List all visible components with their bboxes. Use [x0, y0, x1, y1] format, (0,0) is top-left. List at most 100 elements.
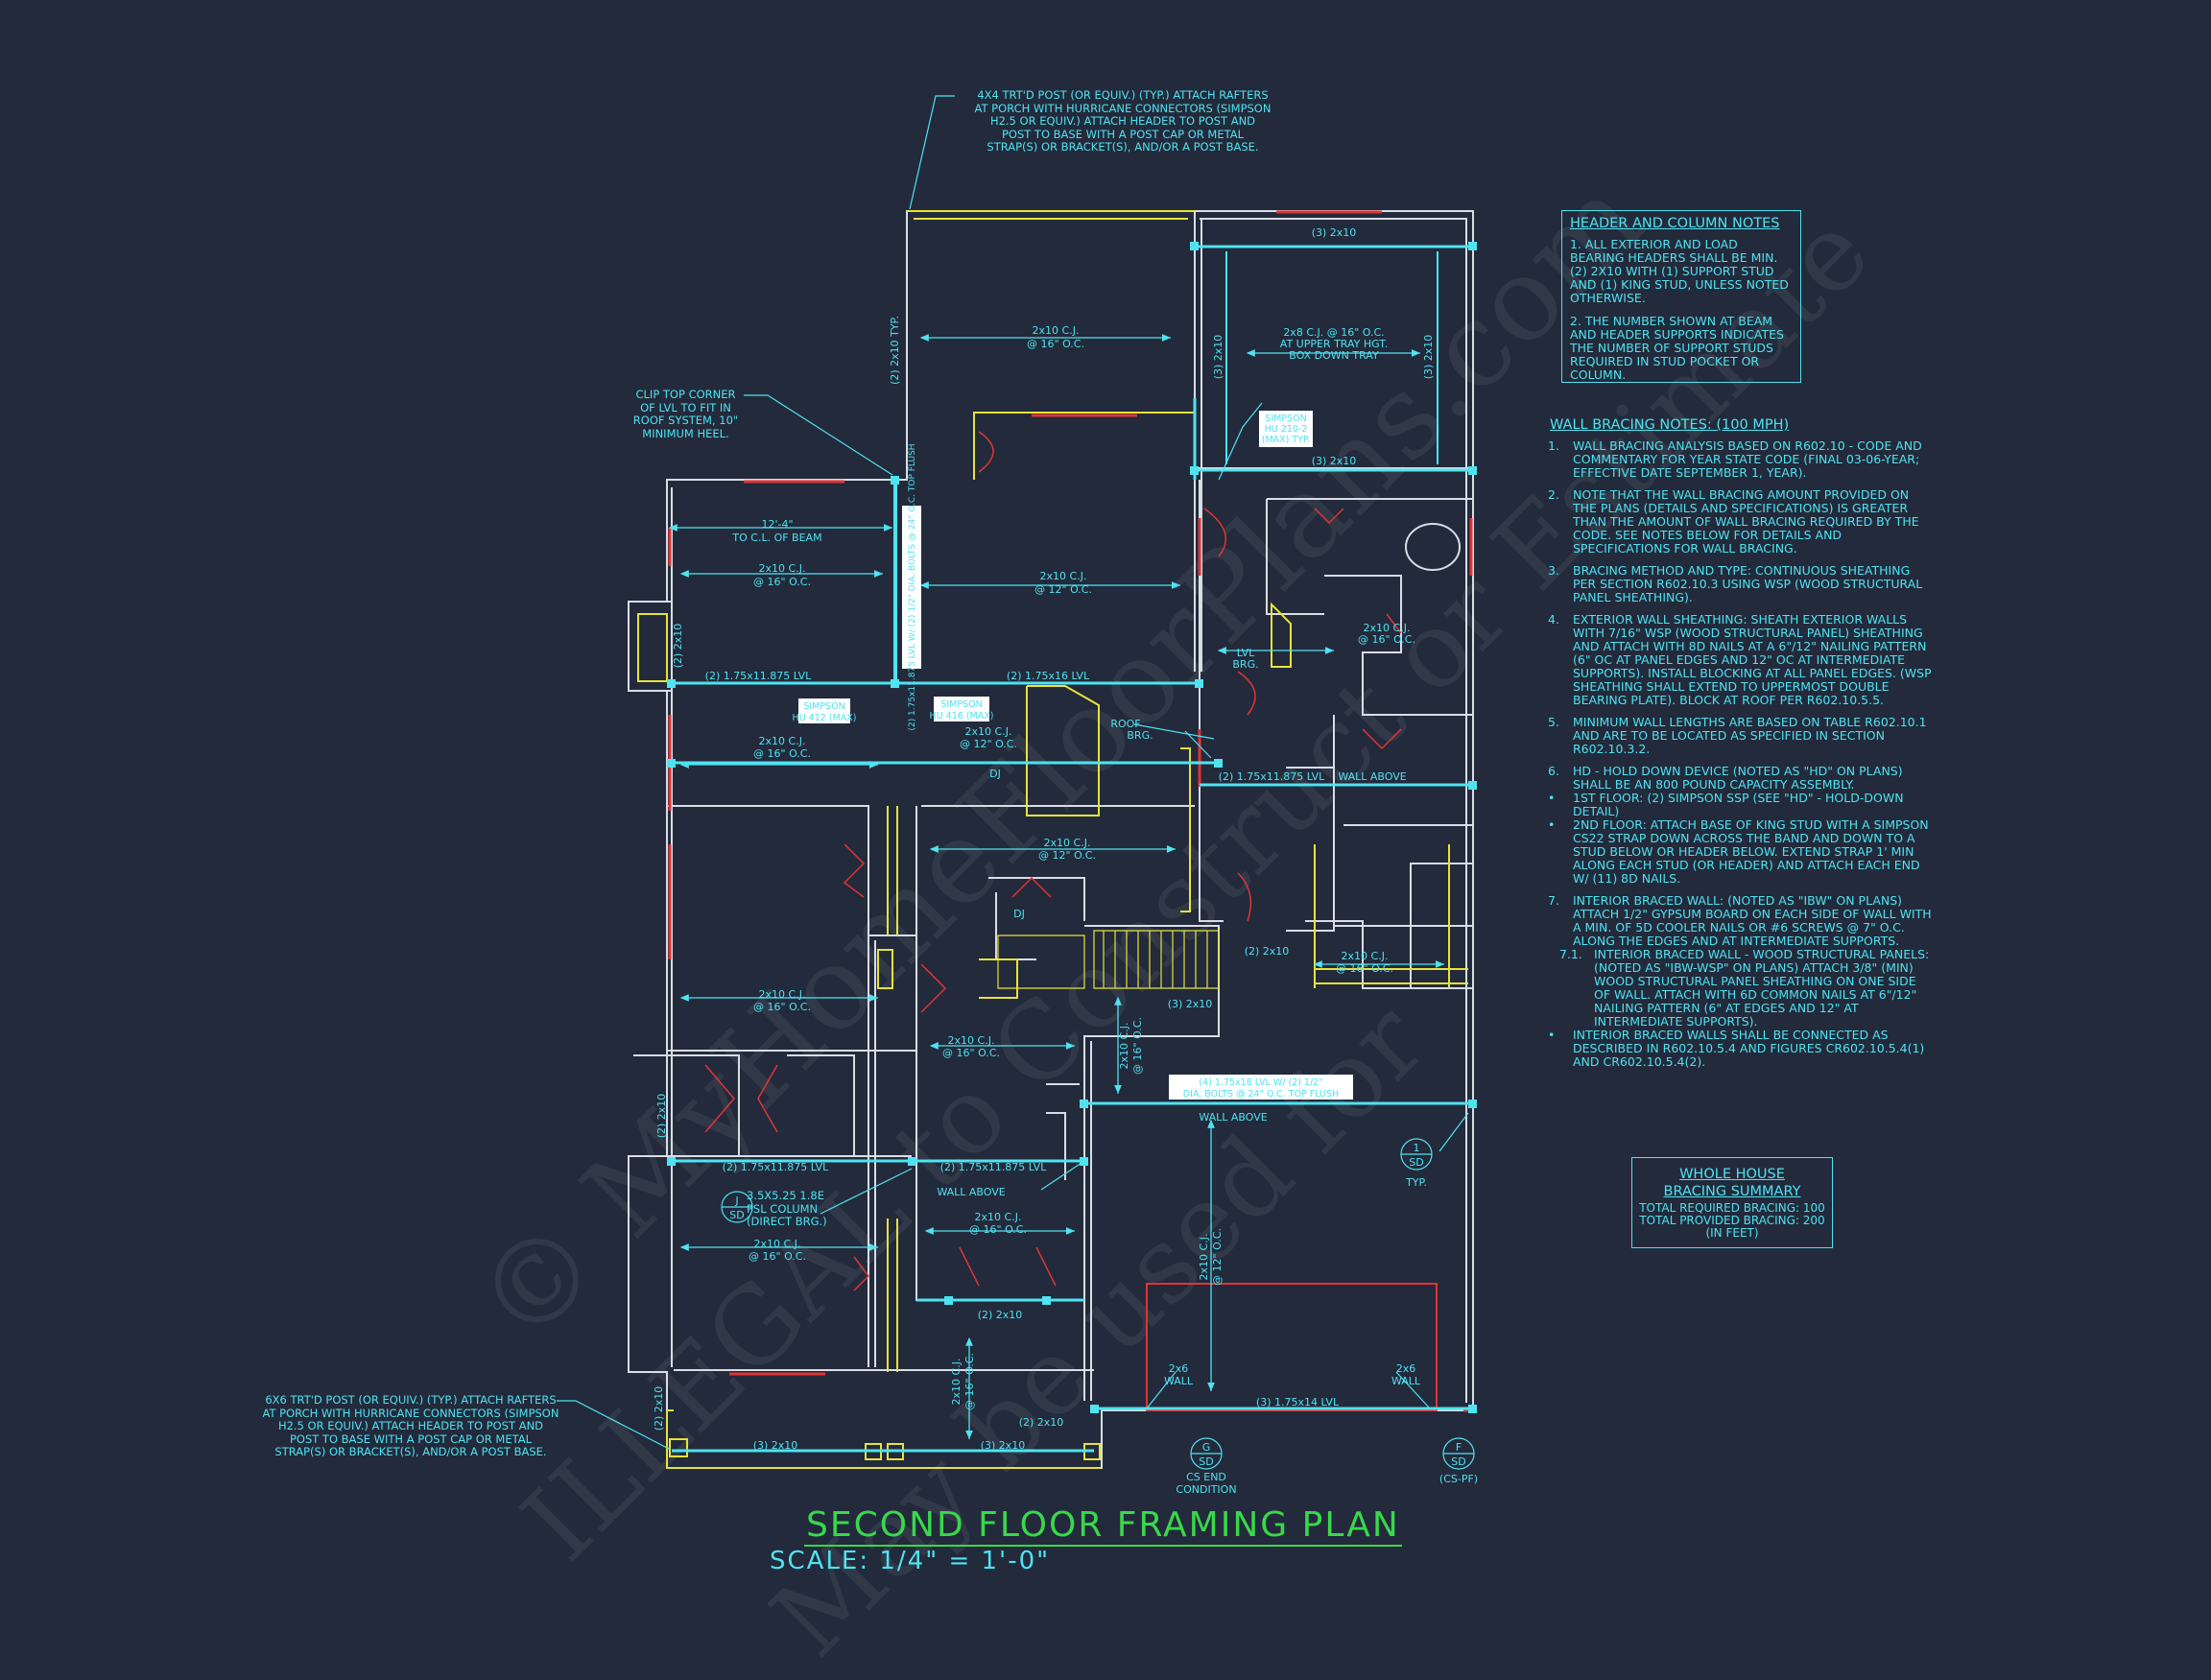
yellow-framing — [666, 602, 1468, 1469]
simpson-tag: SIMPSON — [1265, 414, 1306, 424]
wall-word: WALL — [1164, 1375, 1194, 1387]
tray-label-1: AT UPPER TRAY HGT. — [1280, 338, 1388, 350]
bracing-note: 2.NOTE THAT THE WALL BRACING AMOUNT PROV… — [1548, 487, 1919, 556]
cj-label: 2x10 C.J. — [1364, 622, 1411, 634]
summary-title-2: BRACING SUMMARY — [1663, 1184, 1801, 1199]
leaders — [557, 95, 1469, 1450]
summary-provided: TOTAL PROVIDED BRACING: 200 — [1639, 1214, 1825, 1227]
callout-porch-post-bottom: 6x6 TRT'D POST (OR EQUIV.) (TYP.) ATTACH… — [262, 1393, 559, 1458]
summary-required: TOTAL REQUIRED BRACING: 100 — [1639, 1201, 1825, 1215]
lvl-brg: LVL — [1237, 647, 1255, 659]
cj-spacing: @ 12" O.C. — [1034, 583, 1092, 596]
plan-labels: 2x10 C.J. @ 16" O.C. 2x8 C.J. @ 16" O.C.… — [705, 226, 1478, 1496]
vertical-labels: (2) 2x10 TYP. (3) 2x10 (3) 2x10 (2) 2x10… — [653, 316, 1435, 1431]
bracing-note: 3.BRACING METHOD AND TYPE: CONTINUOUS SH… — [1548, 563, 1923, 604]
header-column-notes: HEADER AND COLUMN NOTES 1. ALL EXTERIOR … — [1561, 210, 1801, 383]
header-label: (3) 2x10 — [981, 1439, 1026, 1452]
cj-spacing: @ 12" O.C. — [1038, 849, 1096, 862]
tag-sd: SD — [729, 1209, 744, 1221]
wall-above-label: WALL ABOVE — [937, 1186, 1005, 1198]
cj-label: 2x10 C.J. — [754, 1238, 801, 1250]
bracing-note: 6.HD - HOLD DOWN DEVICE (NOTED AS "HD" O… — [1548, 764, 1903, 792]
hanger-tags: (2) 1.75x11.875 LVL W/ (2) 1/2" DIA. BOL… — [793, 411, 1353, 1100]
tag-letter: J — [734, 1195, 738, 1207]
simpson-tag: SIMPSON — [803, 701, 844, 712]
beams — [672, 245, 1473, 1453]
door-swings — [704, 431, 1402, 1291]
detail-tags — [721, 1138, 1475, 1470]
simpson-tag: SIMPSON — [940, 699, 982, 710]
roof-brg2: BRG. — [1127, 729, 1153, 742]
lvl-vertical-label: (2) 1.75x11.875 LVL W/ (2) 1/2" DIA. BOL… — [908, 443, 917, 730]
wall-above-label: WALL ABOVE — [1338, 770, 1406, 783]
cj-spacing: @ 16" O.C. — [969, 1223, 1027, 1236]
header-label: (2) 2x10 — [672, 624, 684, 669]
header-note-1: 1. ALL EXTERIOR AND LOAD BEARING HEADERS… — [1570, 237, 1789, 305]
cj-spacing: @ 16" O.C. — [753, 1001, 811, 1013]
lvl-label: (2) 1.75x11.875 LVL — [723, 1161, 830, 1173]
lvl-label: (2) 1.75x11.875 LVL — [1219, 770, 1326, 783]
lvl-label: (2) 1.75x16 LVL — [1007, 670, 1090, 682]
dj-label: DJ — [989, 768, 1001, 780]
header-label: (2) 2x10 — [655, 1094, 668, 1139]
beam-length: 12'-4" — [761, 518, 793, 531]
cj-label: 2x10 C.J. — [1118, 1023, 1130, 1070]
typ-label: TYP. — [1405, 1176, 1427, 1189]
cj-label: 2x10 C.J. — [1040, 570, 1087, 582]
lvl-beam-tag-2: DIA. BOLTS @ 24" O.C. TOP FLUSH — [1183, 1089, 1339, 1100]
tag-num: 1 — [1414, 1142, 1420, 1154]
header-label: (3) 2x10 — [753, 1439, 798, 1452]
cj-spacing: @ 16" O.C. — [1027, 338, 1084, 350]
dj-label: DJ — [1013, 908, 1025, 920]
cj-spacing: @ 16" O.C. — [1336, 962, 1393, 975]
bracing-note: 7.1.INTERIOR BRACED WALL - WOOD STRUCTUR… — [1559, 947, 1930, 1029]
walls — [628, 210, 1474, 1469]
bracing-note: •INTERIOR BRACED WALLS SHALL BE CONNECTE… — [1548, 1028, 1925, 1069]
cj-label: 2x10 C.J. — [1033, 324, 1080, 337]
cj-spacing: @ 16" O.C. — [942, 1047, 1000, 1059]
drawing-title: SECOND FLOOR FRAMING PLAN — [804, 1505, 1402, 1547]
cj-label: 2x10 C.J. — [965, 725, 1012, 738]
header-label: (2) 2x10 — [1245, 945, 1290, 958]
cj-label: 2x10 C.J. — [950, 1359, 963, 1406]
bracing-note: •2ND FLOOR: ATTACH BASE OF KING STUD WIT… — [1548, 817, 1929, 886]
header-label: (3) 2x10 — [1312, 455, 1357, 467]
lvl-beam-tag: (4) 1.75x18 LVL W/ (2) 1/2" — [1199, 1077, 1322, 1088]
cs-pf-label: (CS-PF) — [1439, 1473, 1478, 1485]
tag-sd: SD — [1409, 1156, 1423, 1169]
tag-sd: SD — [1199, 1455, 1213, 1468]
cj-label: 2x10 C.J. — [759, 735, 806, 747]
cj-label: 2x10 C.J. — [759, 988, 806, 1001]
callout-clip-top: CLIP TOP CORNER OF LVL TO FIT IN ROOF SY… — [632, 388, 739, 440]
summary-title-1: WHOLE HOUSE — [1679, 1167, 1785, 1182]
tray-label-2: BOX DOWN TRAY — [1289, 349, 1379, 362]
header-note-2: 2. THE NUMBER SHOWN AT BEAM AND HEADER S… — [1570, 314, 1784, 382]
header-label: (2) 2x10 — [978, 1309, 1023, 1321]
wall-word: WALL — [1391, 1375, 1421, 1387]
cj-spacing: @ 16" O.C. — [1131, 1017, 1144, 1075]
bracing-note: 5.MINIMUM WALL LENGTHS ARE BASED ON TABL… — [1548, 715, 1927, 756]
wall-bracing-notes: WALL BRACING NOTES: (100 MPH) 1.WALL BRA… — [1548, 418, 1932, 1077]
bracing-note: 4.EXTERIOR WALL SHEATHING: SHEATH EXTERI… — [1548, 612, 1932, 707]
header-label: (2) 2x10 TYP. — [889, 316, 901, 385]
lvl-label: (2) 1.75x11.875 LVL — [940, 1161, 1048, 1173]
summary-units: (IN FEET) — [1705, 1226, 1759, 1240]
cj-spacing: @ 16" O.C. — [753, 576, 811, 588]
wall-type: 2x6 — [1396, 1362, 1416, 1375]
cj-label: 2x10 C.J. — [1044, 837, 1091, 849]
cj-spacing: @ 16" O.C. — [753, 747, 811, 760]
header-label: (3) 2x10 — [1168, 998, 1213, 1010]
header-label: (2) 2x10 — [1019, 1416, 1064, 1429]
lvl-label: (3) 1.75x14 LVL — [1256, 1396, 1340, 1408]
header-label: (3) 2x10 — [1212, 335, 1224, 380]
cj-spacing: @ 16" O.C. — [1358, 633, 1415, 646]
bracing-notes-title: WALL BRACING NOTES: (100 MPH) — [1550, 417, 1790, 433]
cj-spacing: @ 12" O.C. — [960, 738, 1017, 750]
header-notes-title: HEADER AND COLUMN NOTES — [1570, 216, 1780, 231]
callout-psl-column: 3.5x5.25 1.8E PSL COLUMN (DIRECT BRG.) — [747, 1189, 827, 1228]
cj-label: 2x10 C.J. — [1342, 950, 1389, 962]
joist-arrows — [668, 334, 1444, 1439]
roof-brg: ROOF — [1110, 718, 1140, 730]
tag-letter: G — [1202, 1441, 1211, 1454]
